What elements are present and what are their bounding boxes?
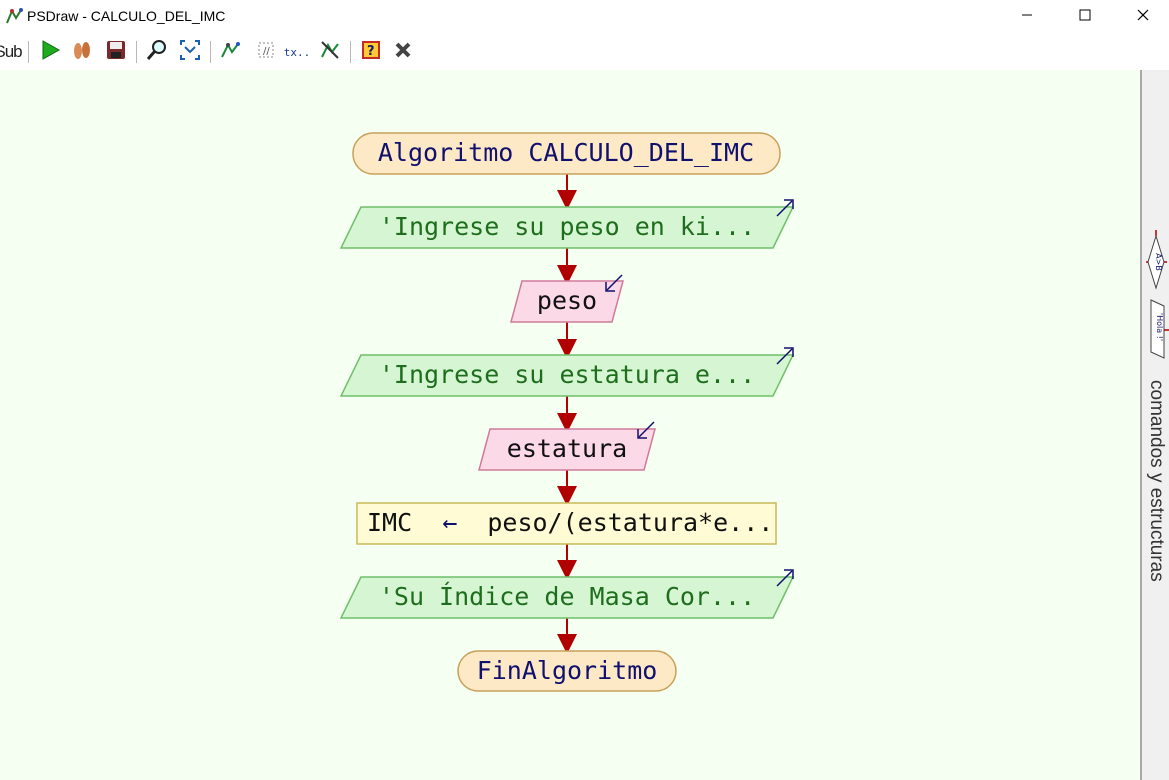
flow-diagram-icon (219, 39, 241, 66)
side-panel-icons: A>B 'Hola !' (1146, 230, 1169, 359)
output-shape (339, 576, 795, 619)
input-text: peso (537, 286, 597, 315)
process-text: IMC ← peso/(estatura*e... (367, 508, 773, 537)
comment-button[interactable]: // (254, 40, 278, 64)
comment-icon: // (255, 39, 277, 66)
toolbar-separator (210, 41, 211, 63)
process-node[interactable]: IMC ← peso/(estatura*e... (356, 502, 777, 545)
input-text: estatura (507, 434, 627, 463)
sub-button[interactable]: Sub (0, 40, 23, 64)
zoom-button[interactable] (145, 39, 169, 66)
close-diagram-icon (392, 39, 414, 66)
decision-structure-icon[interactable]: A>B (1146, 230, 1167, 290)
variables-button[interactable] (318, 40, 342, 64)
help-button[interactable]: ? (359, 40, 383, 64)
svg-text://: // (263, 46, 270, 57)
help-icon: ? (360, 39, 382, 66)
toolbar-separator (136, 41, 137, 63)
output-arrow-icon (776, 199, 794, 217)
terminal-shape (457, 650, 677, 692)
close-button[interactable] (1114, 0, 1169, 33)
maximize-icon (1079, 8, 1091, 26)
output-arrow-icon (776, 347, 794, 365)
output-node-3[interactable]: 'Su Índice de Masa Cor... (339, 569, 795, 619)
output-node-1[interactable]: 'Ingrese su peso en ki... (339, 199, 795, 249)
save-button[interactable] (104, 40, 128, 64)
variables-icon (319, 39, 341, 66)
input-arrow-icon (605, 274, 623, 292)
input-node-2[interactable]: estatura (478, 421, 656, 471)
fit-icon (179, 39, 201, 66)
output-icon-label: 'Hola !' (1155, 313, 1164, 341)
output-text: 'Ingrese su estatura e... (379, 360, 755, 389)
svg-text:?: ? (367, 44, 375, 59)
close-diagram-button[interactable] (391, 40, 415, 64)
process-lhs: IMC (367, 508, 412, 537)
zoom-icon (146, 39, 168, 66)
psdraw-app-icon (4, 6, 24, 26)
flow-diagram-button[interactable] (218, 40, 242, 64)
process-rhs: peso/(estatura*e... (487, 508, 773, 537)
decision-icon-label: A>B (1154, 253, 1163, 271)
end-label: FinAlgoritmo (477, 656, 658, 685)
commands-side-panel[interactable]: A>B 'Hola !' comandos y estructuras (1140, 70, 1169, 780)
input-arrow-icon (637, 421, 655, 439)
input-shape (510, 280, 624, 323)
assign-arrow: ← (442, 508, 457, 537)
toolbar-separator (28, 41, 29, 63)
save-icon (105, 39, 127, 66)
output-shape (339, 354, 795, 397)
maximize-button[interactable] (1056, 0, 1114, 33)
sub-icon: Sub (0, 42, 23, 61)
terminal-shape (352, 132, 781, 175)
window-title: PSDraw - CALCULO_DEL_IMC (27, 8, 226, 24)
output-text: 'Su Índice de Masa Cor... (379, 582, 755, 611)
close-icon (1137, 8, 1149, 26)
run-button[interactable] (38, 39, 62, 66)
input-shape (478, 428, 656, 471)
flowchart: Algoritmo CALCULO_DEL_IMC 'Ingrese su pe… (339, 132, 795, 692)
text-style-button[interactable]: tx.. (283, 40, 311, 64)
run-icon (39, 39, 61, 66)
end-terminal[interactable]: FinAlgoritmo (457, 650, 677, 692)
start-label: Algoritmo CALCULO_DEL_IMC (378, 138, 754, 167)
process-shape (356, 502, 777, 545)
flowchart-canvas[interactable]: Algoritmo CALCULO_DEL_IMC 'Ingrese su pe… (0, 70, 1140, 780)
title-bar: PSDraw - CALCULO_DEL_IMC (0, 0, 1169, 33)
side-panel-label: comandos y estructuras (1146, 380, 1167, 582)
output-structure-icon[interactable]: 'Hola !' (1150, 299, 1169, 359)
start-terminal[interactable]: Algoritmo CALCULO_DEL_IMC (352, 132, 781, 175)
output-shape (339, 206, 795, 249)
minimize-button[interactable] (998, 0, 1056, 33)
toolbar: Sub // tx.. (0, 35, 1169, 69)
step-button[interactable] (70, 40, 94, 64)
minimize-icon (1021, 8, 1033, 26)
output-arrow-icon (776, 569, 794, 587)
text-style-icon: tx.. (283, 45, 311, 59)
toolbar-separator (350, 41, 351, 63)
step-icon (71, 39, 93, 66)
output-text: 'Ingrese su peso en ki... (379, 212, 755, 241)
fit-button[interactable] (178, 39, 202, 66)
input-node-1[interactable]: peso (510, 274, 624, 323)
output-node-2[interactable]: 'Ingrese su estatura e... (339, 347, 795, 397)
